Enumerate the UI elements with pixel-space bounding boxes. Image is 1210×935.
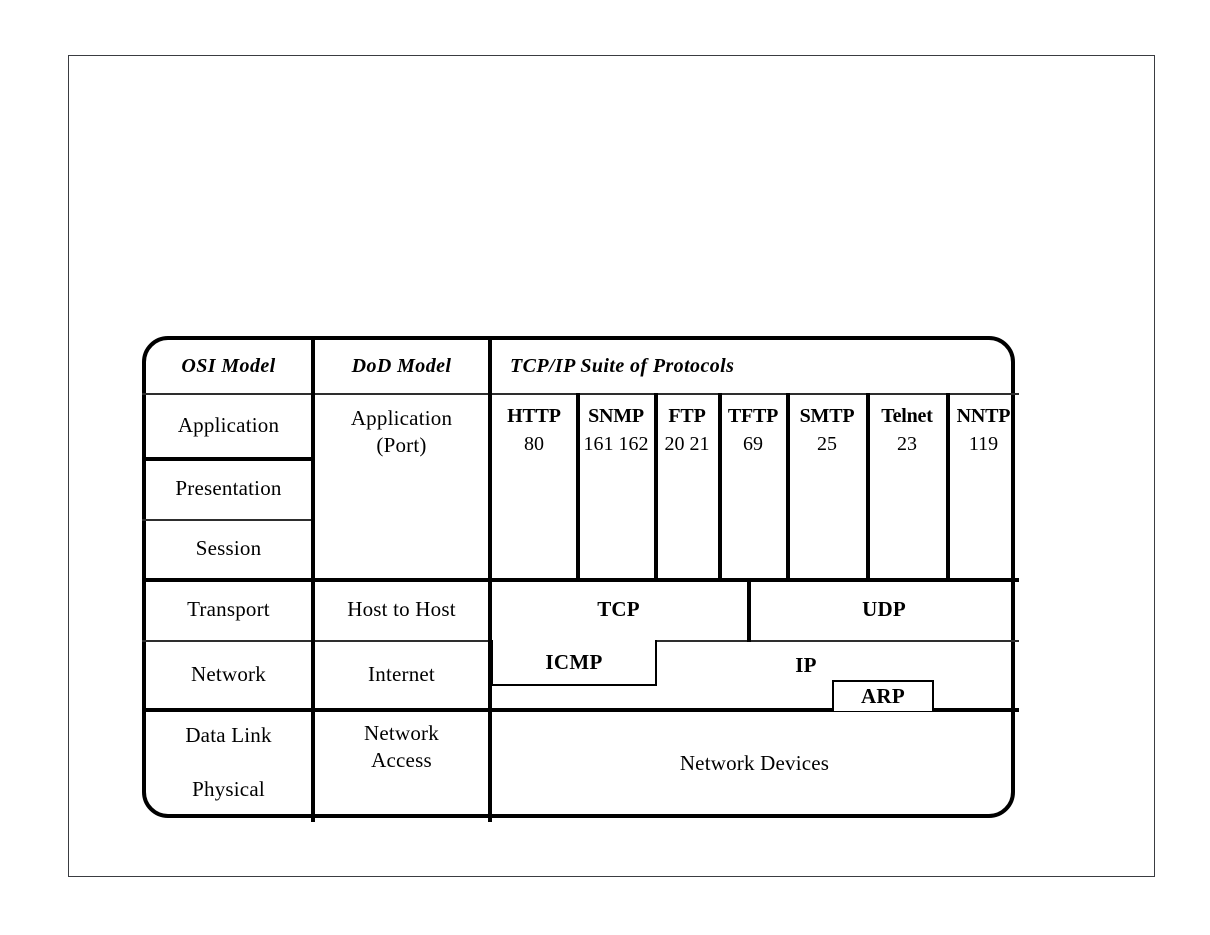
protocol-arp-label: ARP (860, 684, 906, 708)
rule-dod-tcpip (488, 336, 492, 822)
network-devices-label: Network Devices (679, 750, 830, 775)
rule-proto-smtp-telnet (866, 393, 870, 578)
osi-layer-application: Application (177, 412, 280, 437)
rule-osi-dod (311, 336, 315, 822)
protocol-ftp-name: FTP (668, 405, 706, 427)
protocol-telnet: Telnet 23 (868, 402, 946, 459)
column-header-dod: DoD Model (351, 354, 452, 377)
column-header-osi: OSI Model (181, 354, 276, 377)
rule-session-transport (142, 578, 1019, 582)
protocol-ftp: FTP 20 21 (656, 402, 718, 459)
protocol-tftp-ports: 69 (743, 433, 763, 456)
protocol-icmp-label: ICMP (545, 649, 603, 674)
protocol-snmp-ports: 161 162 (583, 433, 649, 456)
protocol-nntp-name: NNTP (956, 405, 1011, 427)
protocol-nntp-ports: 119 (968, 433, 999, 456)
rule-header-bottom (142, 393, 1019, 395)
dod-layer-application: Application (Port) (350, 406, 453, 457)
osi-layer-presentation: Presentation (175, 475, 282, 500)
dod-layer-host-to-host: Host to Host (347, 596, 456, 621)
protocol-http-name: HTTP (507, 405, 561, 427)
protocol-http: HTTP 80 (492, 402, 576, 459)
osi-layer-physical: Physical (192, 776, 265, 801)
protocol-telnet-name: Telnet (881, 405, 933, 427)
protocol-tftp-name: TFTP (727, 405, 779, 427)
osi-layer-datalink: Data Link (185, 722, 272, 747)
protocol-smtp: SMTP 25 (788, 402, 866, 459)
protocol-smtp-name: SMTP (799, 405, 855, 427)
osi-dod-tcpip-diagram: OSI Model DoD Model TCP/IP Suite of Prot… (142, 336, 1019, 822)
diagram-grid: OSI Model DoD Model TCP/IP Suite of Prot… (142, 336, 1019, 822)
dod-layer-internet: Internet (368, 661, 435, 686)
rule-network-datalink (142, 708, 1019, 712)
rule-presentation-session (142, 519, 311, 521)
dod-layer-network-access: Network Access (364, 721, 439, 772)
protocol-udp: UDP (862, 596, 906, 621)
protocol-tftp: TFTP 69 (720, 402, 786, 459)
osi-layer-network: Network (191, 661, 266, 686)
protocol-http-ports: 80 (524, 433, 544, 456)
rule-proto-http-snmp (576, 393, 580, 578)
protocol-snmp: SNMP 161 162 (578, 402, 654, 459)
rule-proto-ftp-tftp (718, 393, 722, 578)
column-header-tcpip: TCP/IP Suite of Protocols (510, 354, 735, 377)
rule-proto-telnet-nntp (946, 393, 950, 578)
protocol-tcp: TCP (597, 596, 640, 621)
protocol-nntp: NNTP 119 (948, 402, 1019, 459)
osi-layer-transport: Transport (187, 596, 270, 621)
protocol-snmp-name: SNMP (588, 405, 644, 427)
protocol-ftp-ports: 20 21 (664, 433, 710, 456)
rule-tcp-udp (747, 578, 751, 642)
rule-proto-snmp-ftp (654, 393, 658, 578)
protocol-arp-box: ARP (832, 680, 934, 711)
rule-application-presentation (142, 457, 311, 461)
protocol-smtp-ports: 25 (817, 433, 837, 456)
osi-layer-session: Session (195, 536, 262, 561)
rule-proto-tftp-smtp (786, 393, 790, 578)
protocol-icmp-box: ICMP (491, 640, 657, 686)
protocol-ip: IP (795, 652, 817, 677)
protocol-telnet-ports: 23 (897, 433, 917, 456)
